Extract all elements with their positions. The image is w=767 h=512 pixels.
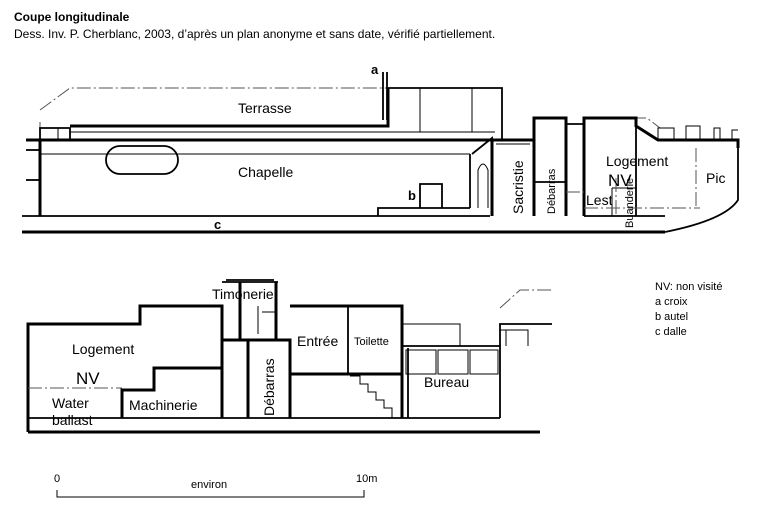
scale-end: 10m [356, 473, 377, 485]
bureau-label: Bureau [424, 374, 469, 390]
chapelle-label: Chapelle [238, 164, 293, 180]
legend-item-c: c dalle [655, 326, 687, 338]
sacristie-label: Sacristie [510, 160, 526, 214]
water-ballast-label-2: ballast [52, 412, 93, 428]
legend-item-b: b autel [655, 311, 688, 323]
window-oval [105, 145, 179, 175]
legend-item-nv: NV: non visité [655, 281, 722, 293]
debarras-top-label: Débarras [546, 168, 558, 214]
logement-top-label: Logement [606, 153, 668, 169]
nv-bottom-label: NV [76, 369, 100, 388]
toilette-label: Toilette [354, 336, 389, 348]
timonerie-label: Timonerie [212, 286, 274, 302]
lest-label: Lest [586, 192, 613, 208]
entree-label: Entrée [297, 333, 338, 349]
cross-mast [382, 72, 388, 120]
machinerie-label: Machinerie [129, 397, 198, 413]
scale-caption: environ [191, 479, 227, 491]
pic-label: Pic [706, 170, 725, 186]
legend: NV: non visité a croix b autel c dalle [655, 281, 722, 338]
legend-item-a: a croix [655, 296, 688, 308]
logement-bottom-label: Logement [72, 341, 134, 357]
buanderie-label: Buanderie [624, 178, 636, 228]
drawing-title: Coupe longitudinale [14, 10, 130, 24]
marker-b: b [408, 188, 416, 203]
terrasse-label: Terrasse [238, 100, 292, 116]
top-section: Terrasse Chapelle Sacristie Débarras Les… [22, 62, 740, 234]
bottom-section: Timonerie Logement NV Water ballast Mach… [26, 279, 552, 434]
marker-a: a [371, 62, 379, 77]
scale-bar: 0 10m environ [54, 473, 377, 498]
debarras-bottom-label: Débarras [261, 358, 277, 416]
scale-start: 0 [54, 473, 60, 485]
drawing-subtitle: Dess. Inv. P. Cherblanc, 2003, d’après u… [14, 27, 496, 41]
water-ballast-label-1: Water [52, 395, 89, 411]
marker-c: c [214, 217, 221, 232]
nv-top-label: NV [608, 171, 632, 190]
